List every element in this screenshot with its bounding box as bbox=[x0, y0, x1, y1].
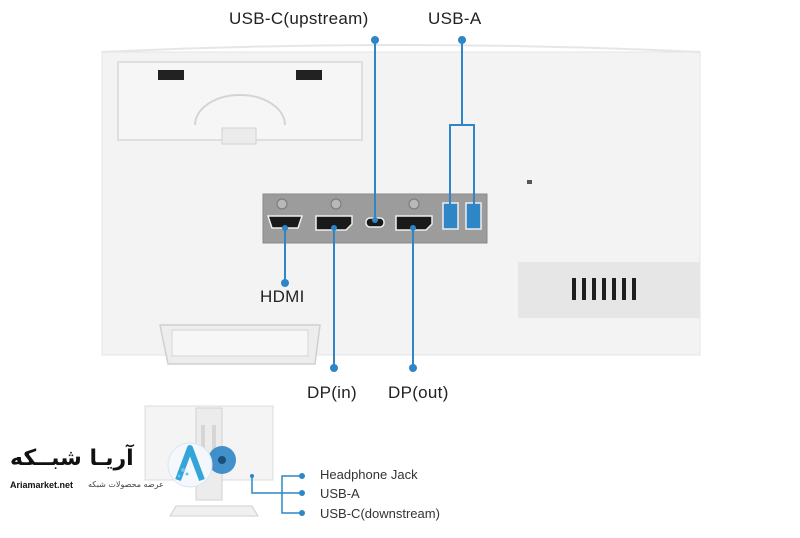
dp-in-port bbox=[315, 215, 353, 231]
label-usb-c-upstream: USB-C(upstream) bbox=[229, 9, 369, 28]
brand-url: Ariamarket.net bbox=[10, 480, 74, 490]
vent-area bbox=[518, 262, 700, 318]
label-side-usb-a: USB-A bbox=[320, 486, 360, 501]
aria-logo-icon bbox=[167, 442, 213, 488]
brand-name: آریـا شبــکه bbox=[10, 446, 134, 471]
vent-slots bbox=[572, 278, 636, 300]
label-usb-c-downstream: USB-C(downstream) bbox=[320, 506, 440, 521]
brand-tagline: عرضه محصولات شبکه bbox=[88, 480, 164, 489]
label-headphone-jack: Headphone Jack bbox=[320, 467, 418, 482]
dp-out-port bbox=[395, 215, 433, 231]
mount-latch bbox=[221, 127, 257, 145]
mount-slot-right bbox=[296, 70, 322, 80]
side-view-base bbox=[169, 505, 259, 517]
label-dp-in: DP(in) bbox=[307, 383, 357, 402]
vesa-mount-plate bbox=[117, 61, 363, 141]
hdmi-port bbox=[266, 215, 304, 229]
label-hdmi: HDMI bbox=[260, 287, 305, 306]
label-dp-out: DP(out) bbox=[388, 383, 449, 402]
mount-slot-left bbox=[158, 70, 184, 80]
label-usb-a: USB-A bbox=[428, 9, 482, 28]
